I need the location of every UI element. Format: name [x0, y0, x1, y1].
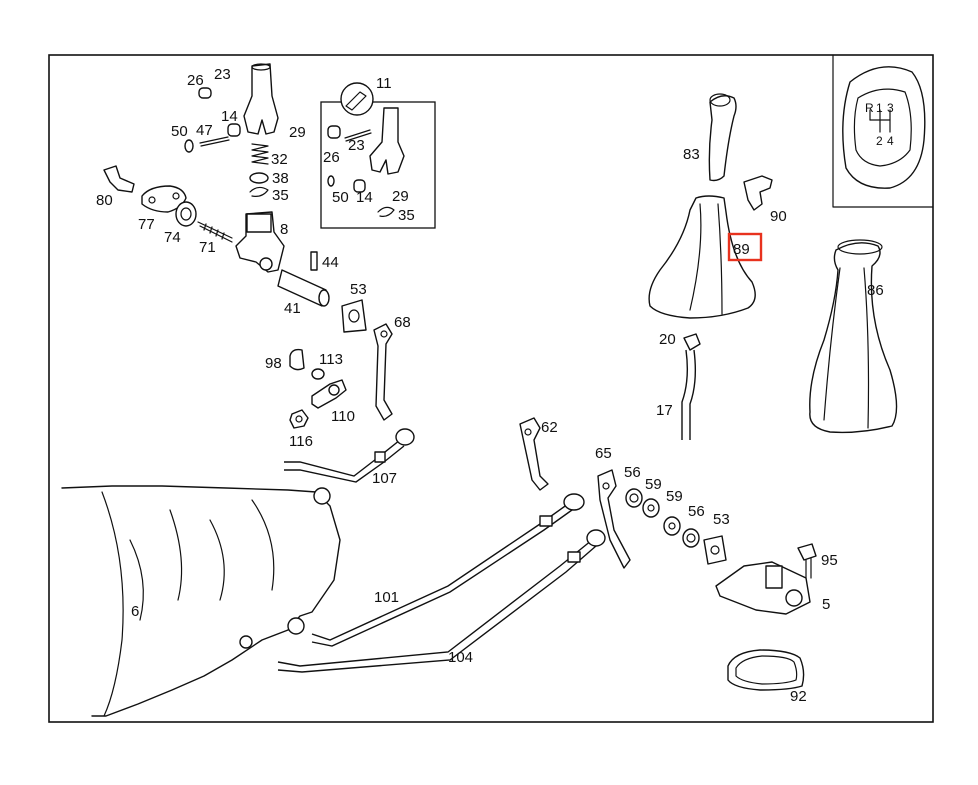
- gear-2: 2: [876, 134, 883, 148]
- label-110: 110: [331, 408, 355, 425]
- label-14a: 14: [221, 108, 238, 125]
- label-90: 90: [770, 208, 787, 225]
- label-95: 95: [821, 552, 838, 569]
- label-77: 77: [138, 216, 155, 233]
- label-113: 113: [319, 351, 343, 368]
- label-62: 62: [541, 419, 558, 436]
- label-71: 71: [199, 239, 216, 256]
- label-23a: 23: [214, 66, 231, 83]
- label-26b: 26: [323, 149, 340, 166]
- label-98: 98: [265, 355, 282, 372]
- label-47: 47: [196, 122, 213, 139]
- label-86: 86: [867, 282, 884, 299]
- label-53b: 53: [713, 511, 730, 528]
- label-56b: 56: [688, 503, 705, 520]
- shift-rods: [277, 417, 631, 673]
- label-56a: 56: [624, 464, 641, 481]
- gear-4: 4: [887, 134, 894, 148]
- label-80: 80: [96, 192, 113, 209]
- intermediate-linkage: [284, 299, 415, 483]
- transmission-housing: [61, 485, 341, 717]
- label-50a: 50: [171, 123, 188, 140]
- label-107: 107: [372, 470, 397, 487]
- label-116: 116: [289, 433, 313, 450]
- label-44: 44: [322, 254, 339, 271]
- label-23b: 23: [348, 137, 365, 154]
- label-26a: 26: [187, 72, 204, 89]
- label-89: 89: [733, 241, 750, 258]
- highlight-box-89: [727, 232, 763, 262]
- label-104: 104: [448, 649, 473, 666]
- shift-knob-and-boot: [648, 93, 898, 440]
- label-50b: 50: [332, 189, 349, 206]
- label-14b: 14: [356, 189, 373, 206]
- label-29b: 29: [392, 188, 409, 205]
- label-41: 41: [284, 300, 301, 317]
- label-6: 6: [131, 603, 139, 620]
- part-labels: 26 23 14 50 47 29 32 38 35 80 77 74 71 8…: [96, 66, 884, 705]
- gear-r: R: [865, 101, 874, 115]
- label-35b: 35: [398, 207, 415, 224]
- shifter-base-parts: [625, 488, 817, 691]
- label-59b: 59: [666, 488, 683, 505]
- label-5: 5: [822, 596, 830, 613]
- label-35a: 35: [272, 187, 289, 204]
- diagram-frame: [48, 54, 934, 723]
- label-38: 38: [272, 170, 289, 187]
- label-59a: 59: [645, 476, 662, 493]
- gear-pattern-inset: R 1 3 2 4: [832, 54, 934, 208]
- label-20: 20: [659, 331, 676, 348]
- label-65: 65: [595, 445, 612, 462]
- shift-fork-assembly: [103, 63, 330, 307]
- label-101: 101: [374, 589, 399, 606]
- label-83: 83: [683, 146, 700, 163]
- label-32: 32: [271, 151, 288, 168]
- gear-3: 3: [887, 101, 894, 115]
- label-92: 92: [790, 688, 807, 705]
- inset-box-11: [320, 82, 436, 229]
- gear-1: 1: [876, 101, 883, 115]
- label-11: 11: [376, 75, 392, 92]
- label-68: 68: [394, 314, 411, 331]
- label-74: 74: [164, 229, 181, 246]
- label-17: 17: [656, 402, 673, 419]
- label-53a: 53: [350, 281, 367, 298]
- label-8: 8: [280, 221, 288, 238]
- label-29a: 29: [289, 124, 306, 141]
